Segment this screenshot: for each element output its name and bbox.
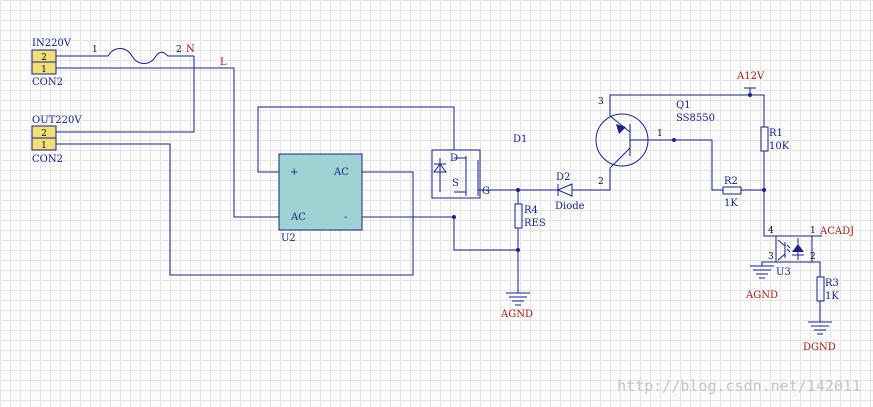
wires	[56, 56, 822, 322]
bridge-ac-label-left: AC	[290, 212, 306, 223]
u3-pin2: 2	[810, 252, 816, 262]
r2-value: 1K	[724, 198, 738, 209]
optocoupler-u3: 4 1 3 2 U3	[768, 226, 816, 278]
r4-ref: R4	[524, 205, 538, 216]
connector-in220v: 2 1 IN220V CON2	[31, 38, 72, 88]
connector-in-type: CON2	[32, 77, 63, 88]
diode-ref: D2	[556, 172, 570, 183]
watermark: http://blog.csdn.net/142011	[617, 377, 861, 395]
bridge-minus-label: -	[344, 212, 347, 223]
mosfet-g-label: G	[482, 186, 490, 197]
resistor-r2: R2 1K	[722, 176, 742, 209]
power-a12v: A12V	[736, 71, 765, 89]
agnd-right-label: AGND	[745, 290, 778, 301]
r3-ref: R3	[825, 278, 839, 289]
u3-pin1: 1	[810, 226, 816, 236]
u3-ref: U3	[776, 267, 791, 278]
bridge-plus-label: +	[290, 167, 298, 178]
connector-out-type: CON2	[32, 154, 63, 165]
connector-out-pin1: 1	[41, 141, 47, 151]
resistor-r1: R1 10K	[760, 126, 790, 152]
agnd-left-label: AGND	[500, 309, 533, 320]
bridge-ref: U2	[281, 233, 296, 244]
ground-agnd-right: AGND	[745, 265, 778, 301]
connector-out-pin2: 2	[41, 129, 47, 139]
resistor-r3: R3 1K	[816, 276, 839, 302]
acadj-label: ACADJ	[819, 226, 854, 237]
r3-value: 1K	[825, 291, 839, 302]
ground-dgnd: DGND	[803, 321, 836, 353]
r4-value: RES	[524, 218, 546, 229]
q1-pin3: 3	[598, 97, 604, 107]
u3-pin4: 4	[768, 226, 774, 236]
r2-ref: R2	[724, 176, 738, 187]
fuse: 1 2	[56, 45, 194, 64]
a12v-label: A12V	[736, 71, 765, 82]
transistor-q1: 3 2 1 Q1 SS8550	[595, 97, 715, 187]
ground-agnd-left: AGND	[500, 292, 533, 320]
r1-ref: R1	[769, 128, 783, 139]
mosfet-d1: D S G D1	[431, 134, 527, 199]
net-acadj: ACADJ	[819, 226, 854, 237]
connector-out220v: 2 1 OUT220V CON2	[31, 115, 82, 165]
q1-value: SS8550	[676, 113, 715, 124]
bridge-ac-label-right: AC	[333, 167, 349, 178]
fuse-pin1: 1	[92, 45, 98, 55]
junction-dots	[452, 93, 766, 252]
q1-ref: Q1	[676, 100, 691, 111]
connector-in-pin1: 1	[41, 65, 47, 75]
net-l-label: L	[220, 57, 227, 68]
q1-pin1: 1	[657, 129, 663, 139]
dgnd-label: DGND	[803, 342, 836, 353]
diode-value: Diode	[555, 201, 585, 212]
mosfet-d-label: D	[450, 153, 458, 164]
mosfet-s-label: S	[452, 178, 459, 189]
bridge-rectifier-u2: + AC AC - U2	[278, 153, 363, 244]
connector-out-name: OUT220V	[32, 115, 82, 126]
mosfet-ref: D1	[513, 134, 527, 145]
net-n-label: N	[186, 44, 195, 55]
q1-pin2: 2	[598, 177, 604, 187]
connector-in-name: IN220V	[32, 38, 72, 49]
connector-in-pin2: 2	[41, 53, 47, 63]
diode-d2: D2 Diode	[554, 172, 585, 212]
r1-value: 10K	[769, 141, 790, 152]
fuse-pin2: 2	[176, 45, 182, 55]
u3-pin3: 3	[768, 252, 774, 262]
resistor-r4: R4 RES	[514, 203, 546, 229]
